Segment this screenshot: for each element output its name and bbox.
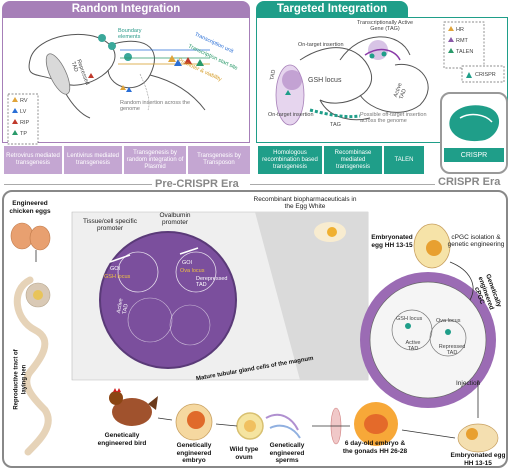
on-target-label: On-target insertion bbox=[298, 42, 344, 48]
pre-crispr-era-label: Pre-CRISPR Era bbox=[155, 178, 239, 190]
sperms-label: Genetically engineered sperms bbox=[269, 442, 305, 464]
gsh-locus-left-label: GSH locus bbox=[104, 274, 131, 280]
wild-ovum-label: Wild type ovum bbox=[229, 446, 259, 461]
legend-crispr: CRISPR bbox=[475, 72, 496, 78]
legend-hr: HR bbox=[456, 27, 464, 33]
day6-label: 6 day-old embryo & the gonads HH 26-28 bbox=[342, 440, 408, 455]
legend-rv: RV bbox=[20, 98, 28, 104]
legend-talen: TALEN bbox=[456, 49, 474, 55]
method-retrovirus: Retrovirus mediated transgenesis bbox=[4, 146, 62, 174]
injection-label: Injection bbox=[456, 380, 481, 387]
crispr-box-label: CRISPR bbox=[444, 148, 504, 162]
boundary-elements-label: Boundary elements bbox=[118, 28, 142, 40]
random-integration-header: Random Integration bbox=[2, 1, 250, 17]
repro-label: Reproductive tract of laying hen bbox=[13, 349, 28, 410]
ova-locus-label: Ova locus bbox=[180, 268, 205, 274]
method-recombinase: Recombinase mediated transgenesis bbox=[324, 146, 382, 174]
embryonated-egg2-label: Embryonated egg HH 13-15 bbox=[450, 452, 506, 467]
tag-small-label: TAG bbox=[330, 122, 341, 128]
embryonated-egg-label: Embryonated egg HH 13-15 bbox=[371, 234, 413, 249]
legend-tp: TP bbox=[20, 131, 28, 137]
engineered-eggs-label: Engineered chicken eggs bbox=[9, 200, 51, 215]
tissue-promoter-label: Tissue/cell specific promoter bbox=[83, 218, 137, 232]
gsh-locus-label: GSH locus bbox=[308, 77, 342, 84]
goi-left-label: GOI bbox=[110, 266, 121, 272]
ge-bird-label: Genetically engineered bird bbox=[97, 432, 147, 447]
active-tad-r-label: Active TAD bbox=[405, 340, 421, 352]
ovalbumin-label: Ovalbumin promoter bbox=[159, 212, 191, 226]
method-plasmid: Transgenesis by random integration of Pl… bbox=[124, 146, 186, 174]
legend-lv: LV bbox=[20, 109, 27, 115]
method-talen: TALEN bbox=[384, 146, 424, 174]
era-divider bbox=[4, 184, 152, 185]
workflow-panel bbox=[2, 190, 508, 468]
on-target-label-2: On-target insertion bbox=[268, 112, 314, 118]
cpgc-label: cPGC isolation & genetic engineering bbox=[447, 234, 505, 248]
gsh-locus-r-label: GSH locus bbox=[396, 316, 423, 322]
targeted-integration-panel bbox=[256, 17, 508, 143]
legend-rmt: RMT bbox=[456, 38, 468, 44]
repressed-tad-r-label: Repressed TAD bbox=[438, 344, 466, 356]
random-integration-panel bbox=[2, 17, 250, 143]
era-divider-right bbox=[250, 184, 435, 185]
tag-label: Transcriptionally Active Gene (TAG) bbox=[356, 20, 414, 32]
crispr-era-label: CRISPR Era bbox=[438, 176, 501, 188]
legend-rip: RIP bbox=[20, 120, 30, 126]
method-lentivirus: Lentivirus mediated transgenesis bbox=[64, 146, 122, 174]
method-transposon: Transgenesis by Transposon bbox=[188, 146, 250, 174]
ge-embryo-label: Genetically engineered embryo bbox=[176, 442, 212, 464]
method-homologous: Homologous recombination based transgene… bbox=[258, 146, 322, 174]
random-insertion-label: Random insertion across the genome bbox=[120, 100, 191, 112]
goi-right-label: GOI bbox=[182, 260, 193, 266]
targeted-integration-header: Targeted Integration bbox=[256, 1, 408, 17]
biopharma-label: Recombinant biopharmaceuticals in the Eg… bbox=[253, 196, 357, 210]
ova-locus-r-label: Ova locus bbox=[436, 318, 461, 324]
derepressed-tad-label: Derepressed TAD bbox=[196, 276, 228, 288]
off-target-label: Possible off-target insertion across the… bbox=[360, 112, 427, 124]
